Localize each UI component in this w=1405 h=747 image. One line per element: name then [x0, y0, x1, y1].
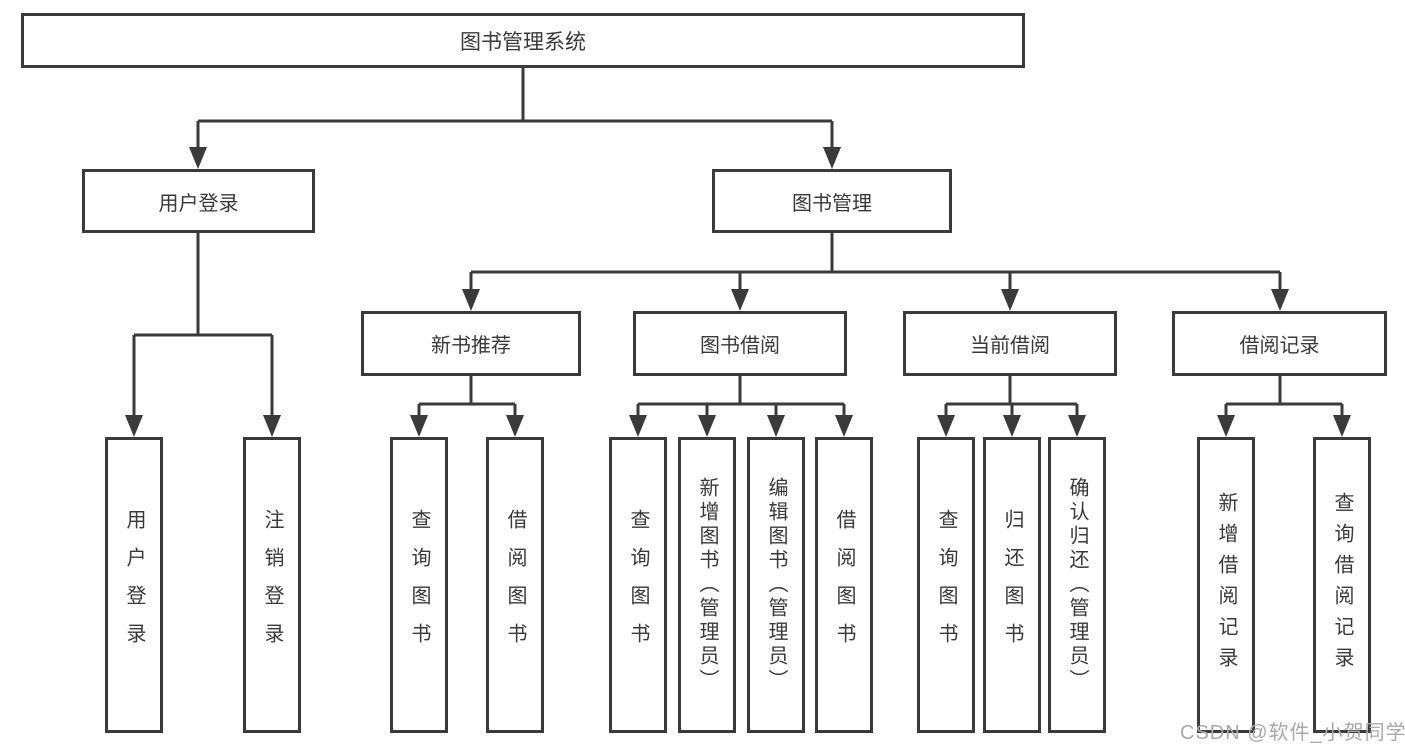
arrowhead [1333, 415, 1351, 437]
csdn-watermark: CSDN @软件_小贺同学 [1180, 722, 1405, 744]
connector-root-to-level2 [196, 68, 834, 149]
arrowhead [1003, 415, 1021, 437]
connector-user-login-children [132, 233, 274, 417]
arrowhead [462, 289, 480, 311]
arrowhead [1068, 415, 1086, 437]
arrowhead [937, 415, 955, 437]
arrowhead [823, 147, 841, 169]
arrowhead [767, 415, 785, 437]
leaf-confirm-return-admin: 确认归还（管理员） [1048, 437, 1106, 733]
connector-current-borrow-children [944, 376, 1079, 417]
arrowhead [506, 415, 524, 437]
arrowhead [731, 289, 749, 311]
connector-book-borrow-children [636, 376, 846, 417]
leaf-add-book-admin: 新增图书（管理员） [678, 437, 736, 733]
leaf-user-login: 用户登录 [105, 437, 163, 733]
leaf-logout: 注销登录 [243, 437, 301, 733]
node-new-book-recommend: 新书推荐 [361, 311, 581, 376]
node-library-management-system: 图书管理系统 [21, 13, 1025, 68]
node-current-borrow: 当前借阅 [903, 311, 1117, 376]
arrowhead [698, 415, 716, 437]
arrowhead [629, 415, 647, 437]
node-user-login: 用户登录 [82, 169, 315, 233]
arrowhead [835, 415, 853, 437]
leaf-edit-book-admin: 编辑图书（管理员） [747, 437, 805, 733]
arrowhead [410, 415, 428, 437]
leaf-borrow-book-newbook: 借阅图书 [486, 437, 544, 733]
leaf-return-book: 归还图书 [983, 437, 1041, 733]
node-book-management: 图书管理 [712, 169, 952, 233]
arrowhead [189, 147, 207, 169]
connector-book-mgmt-children [469, 233, 1282, 291]
arrowhead [1001, 289, 1019, 311]
node-book-borrow: 图书借阅 [633, 311, 847, 376]
leaf-query-book-borrow: 查询图书 [609, 437, 667, 733]
leaf-borrow-book: 借阅图书 [815, 437, 873, 733]
leaf-query-book-current: 查询图书 [917, 437, 975, 733]
connector-borrow-record-children [1224, 376, 1344, 417]
connector-new-book-children [417, 376, 517, 417]
leaf-query-borrow-record: 查询借阅记录 [1313, 437, 1371, 733]
arrowhead [1271, 289, 1289, 311]
arrowhead [125, 415, 143, 437]
arrowhead [1217, 415, 1235, 437]
arrowhead [263, 415, 281, 437]
leaf-add-borrow-record: 新增借阅记录 [1197, 437, 1255, 733]
leaf-query-book-newbook: 查询图书 [390, 437, 448, 733]
node-borrow-record: 借阅记录 [1172, 311, 1387, 376]
